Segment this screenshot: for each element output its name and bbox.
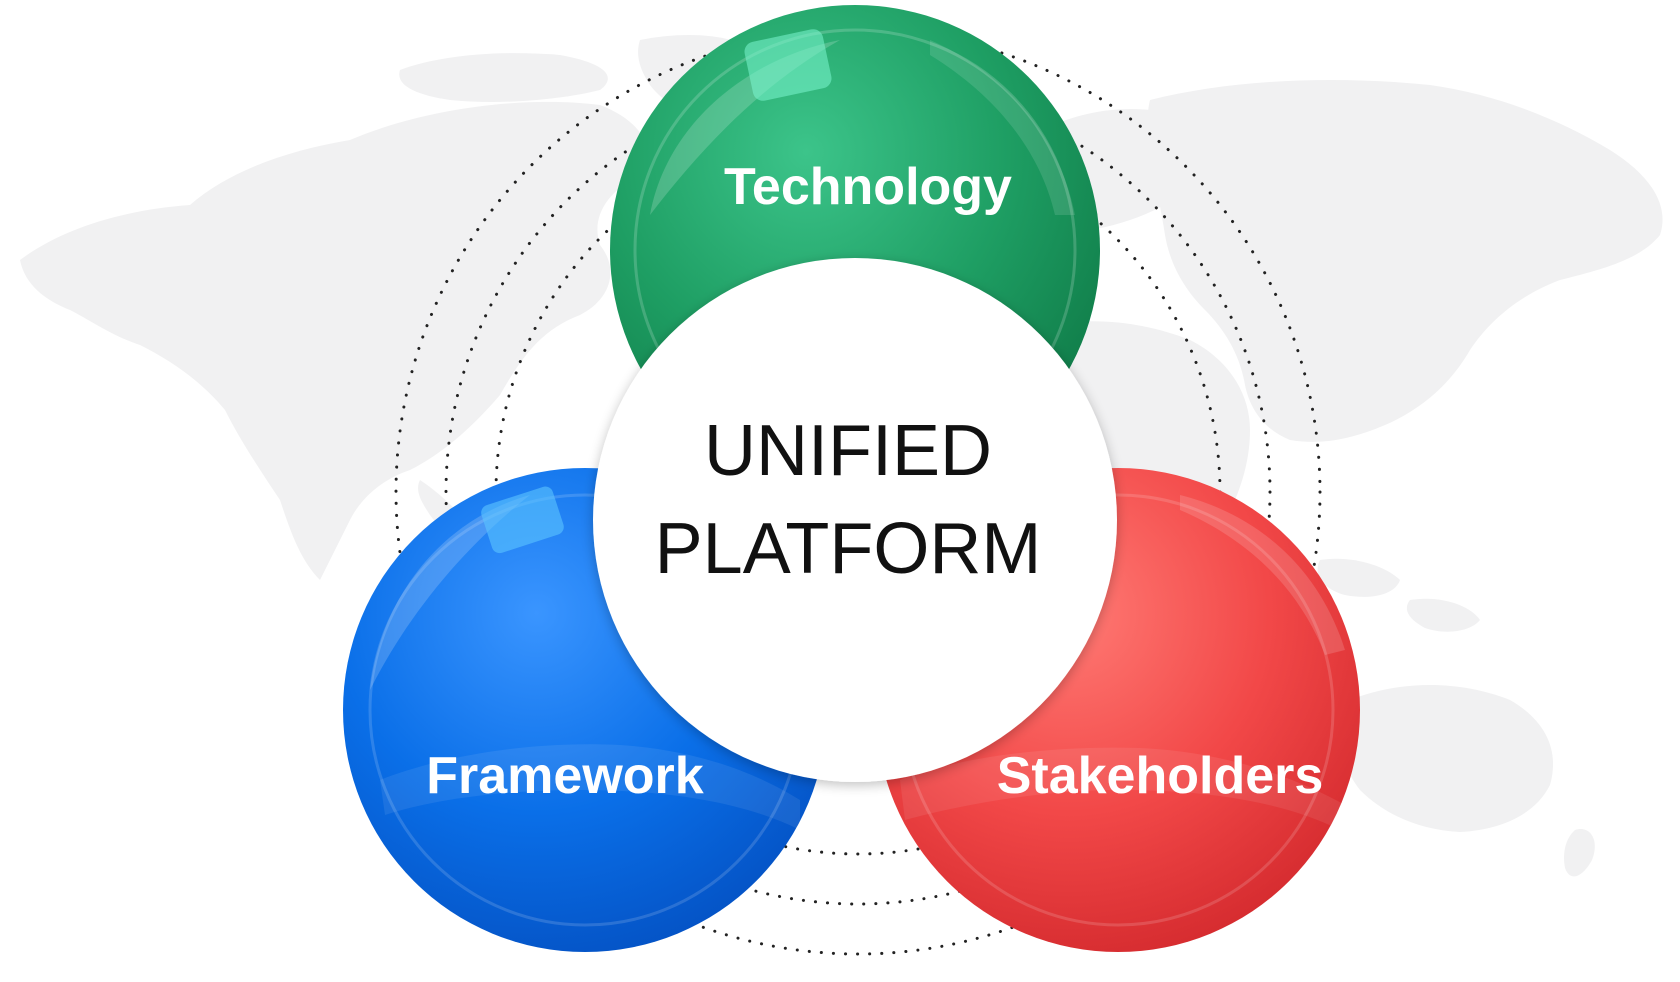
dotted-ring-middle (444, 78, 1272, 906)
center-title-line2: PLATFORM (655, 509, 1042, 589)
center-title-line1: UNIFIED (704, 411, 992, 491)
technology-label: Technology (724, 158, 1012, 216)
framework-label: Framework (426, 747, 704, 805)
stakeholders-label: Stakeholders (997, 747, 1324, 805)
center-hub (593, 258, 1117, 782)
